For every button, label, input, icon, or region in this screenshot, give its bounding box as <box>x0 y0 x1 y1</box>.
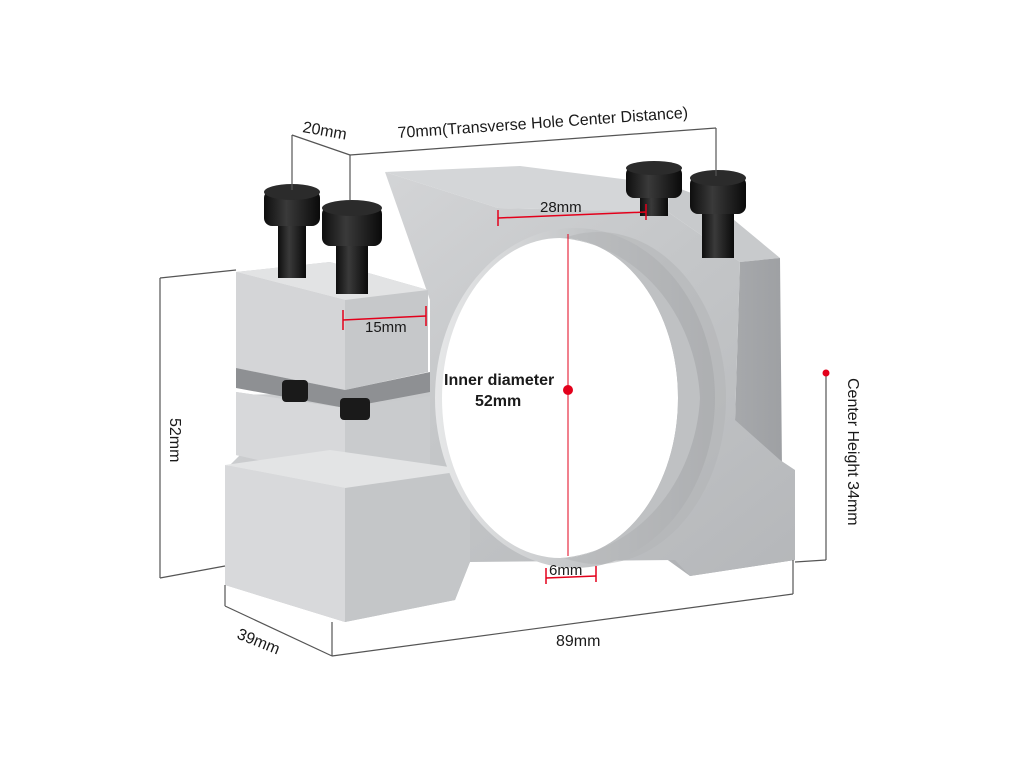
screw-top <box>690 170 746 186</box>
top-ridge <box>385 166 670 212</box>
split-gap <box>236 368 430 408</box>
screw-stub <box>282 380 308 402</box>
center-height-marker <box>822 369 830 377</box>
screw-shank <box>702 206 734 258</box>
dim-20-line <box>291 134 351 156</box>
dim-39-line <box>224 605 333 657</box>
label-inner-diameter: Inner diameter <box>444 372 554 389</box>
label-89mm: 89mm <box>556 633 600 650</box>
dim-6-line <box>545 575 597 579</box>
label-15mm: 15mm <box>365 319 407 336</box>
dim-15-line <box>342 315 427 321</box>
label-28mm: 28mm <box>540 199 582 216</box>
base-front <box>345 470 470 622</box>
upper-lug-front <box>236 272 345 390</box>
screw-head <box>322 206 382 246</box>
dim-52-ext-top <box>159 269 237 279</box>
bore-center-dot <box>563 385 573 395</box>
dim-28-line <box>497 211 647 219</box>
dim-52-ext-bottom <box>159 565 226 579</box>
label-inner-diameter-value: 52mm <box>475 393 521 410</box>
bore-wall <box>560 238 700 558</box>
label-center-height: Center Height 34mm <box>844 378 861 526</box>
bore-opening <box>442 238 678 558</box>
screw-top <box>626 161 682 175</box>
screw-top <box>322 200 382 216</box>
dim-70-line <box>349 127 717 156</box>
label-70mm: 70mm(Transverse Hole Center Distance) <box>397 105 689 142</box>
label-20mm: 20mm <box>301 119 348 143</box>
screw-stub <box>340 398 370 420</box>
screw-head <box>690 176 746 214</box>
screw-head <box>264 190 320 226</box>
clamp-body <box>225 166 795 622</box>
label-39mm: 39mm <box>235 626 283 658</box>
dim-34-ext <box>794 559 827 563</box>
label-52mm: 52mm <box>166 418 183 462</box>
base-top <box>225 450 470 488</box>
base-front-left <box>225 465 345 622</box>
screw-top <box>264 184 320 200</box>
dimension-lines <box>159 127 827 657</box>
screw-shank <box>336 238 368 294</box>
label-6mm: 6mm <box>549 562 582 579</box>
dim-89-line <box>331 593 794 657</box>
screws <box>264 161 746 420</box>
